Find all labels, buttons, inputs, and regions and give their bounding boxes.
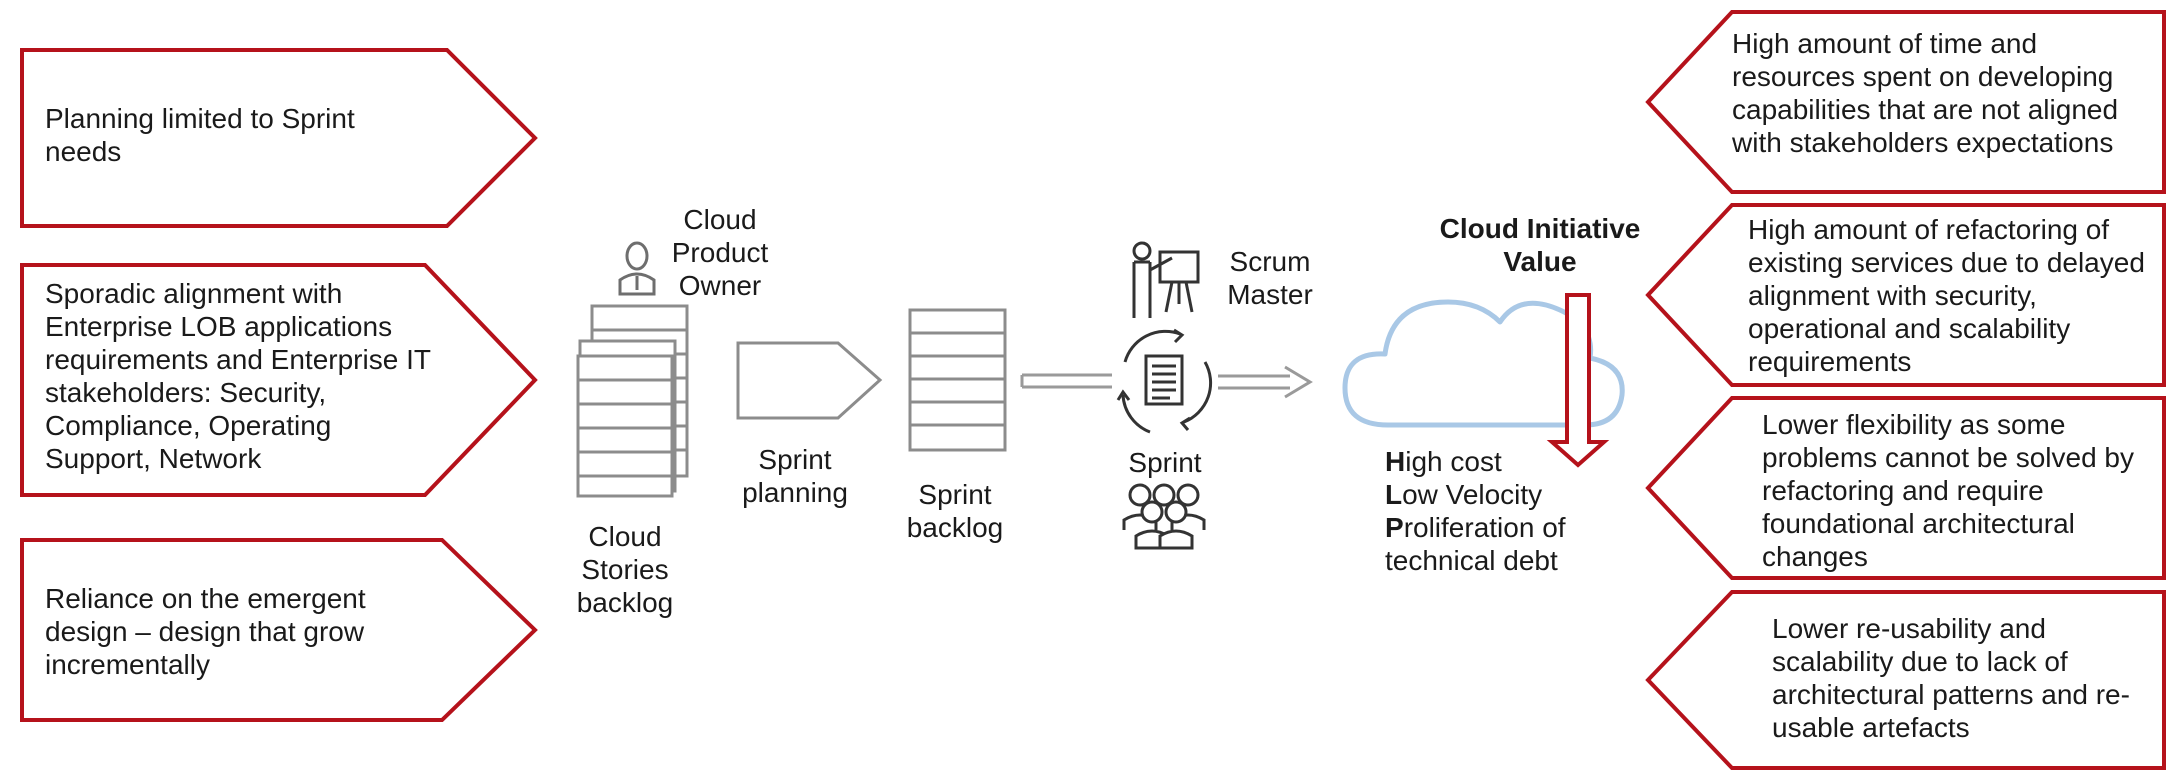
outcome-initial: H xyxy=(1385,446,1406,477)
outcome-initial: L xyxy=(1385,479,1403,510)
left-issue-text-1: Planning limited to Sprint needs xyxy=(45,103,355,167)
sprint-label: Sprint xyxy=(1128,447,1202,478)
sprint-planning-label: Sprint planning xyxy=(742,444,848,508)
value-down-arrow xyxy=(1546,293,1610,468)
value-outcomes: High cost Low Velocity Proliferation of … xyxy=(1385,445,1615,577)
left-issue-frame-3 xyxy=(20,538,538,722)
outcome-initial: P xyxy=(1385,512,1404,543)
outcome-rest: roliferation of technical debt xyxy=(1385,512,1566,576)
outcome-low-velocity: Low Velocity xyxy=(1385,478,1615,511)
product-owner-label: Cloud Product Owner xyxy=(671,204,769,301)
scrum-master-label: Scrum Master xyxy=(1227,246,1313,310)
outcome-proliferation: Proliferation of technical debt xyxy=(1385,511,1615,577)
flow-arrow-in xyxy=(1020,373,1112,389)
right-issue-frame-3 xyxy=(1645,396,2166,580)
cloud-icon xyxy=(1342,299,1625,428)
left-issue-frame-1 xyxy=(20,48,538,228)
left-issue-text-3: Reliance on the emergent design – design… xyxy=(45,583,366,680)
right-issue-text-3: Lower flexibility as some problems canno… xyxy=(1762,409,2134,572)
right-issue-frame-4 xyxy=(1645,590,2166,770)
flow-arrow-out xyxy=(1218,365,1313,399)
outcome-rest: ow Velocity xyxy=(1402,479,1543,510)
left-issue-frame-2 xyxy=(20,263,538,497)
right-issue-text-4: Lower re-usability and scalability due t… xyxy=(1772,613,2130,743)
right-issue-frame-1 xyxy=(1645,10,2166,194)
outcome-rest: igh cost xyxy=(1405,446,1502,477)
presenter-icon xyxy=(1132,241,1200,318)
left-issue-text-2: Sporadic alignment with Enterprise LOB a… xyxy=(45,278,431,474)
stories-backlog-icon xyxy=(576,304,689,498)
right-issue-text-2: High amount of refactoring of existing s… xyxy=(1748,214,2145,377)
person-icon xyxy=(618,241,656,296)
right-issue-text-1: High amount of time and resources spent … xyxy=(1732,28,2119,158)
stories-backlog-label: Cloud Stories backlog xyxy=(576,521,674,618)
sprint-backlog-label: Sprint backlog xyxy=(906,479,1004,543)
sprint-planning-shape xyxy=(736,341,883,420)
outcome-high-cost: High cost xyxy=(1385,445,1615,478)
sprint-cycle-icon xyxy=(1116,328,1213,434)
value-title: Cloud Initiative Value xyxy=(1439,213,1641,277)
team-icon xyxy=(1122,483,1206,550)
sprint-backlog-icon xyxy=(908,308,1007,452)
right-issue-frame-2 xyxy=(1645,203,2166,387)
